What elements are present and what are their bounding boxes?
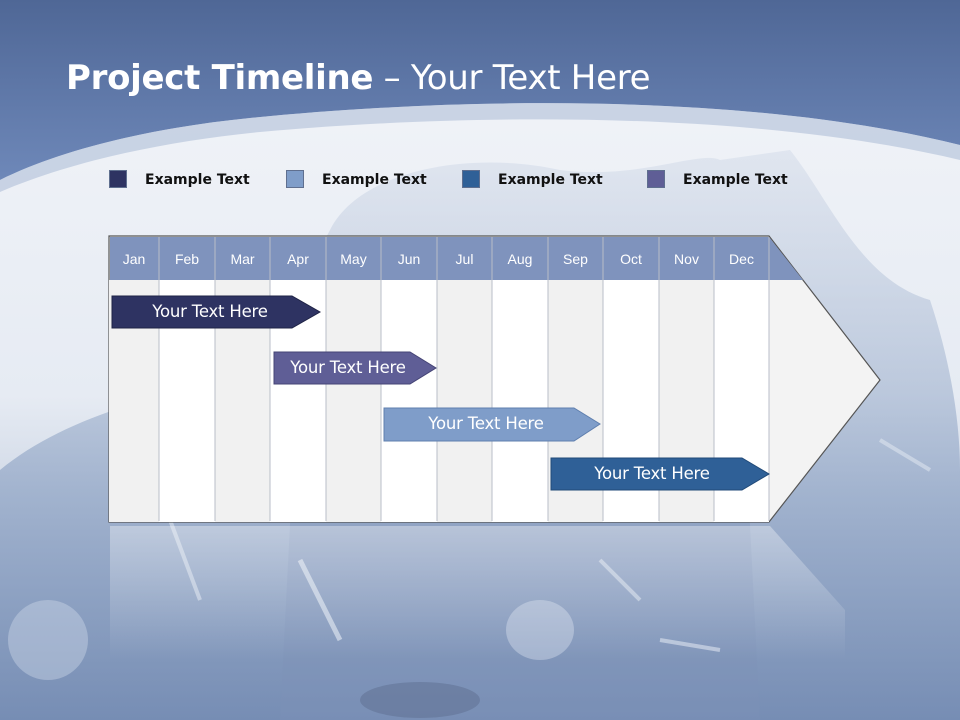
month-label: Nov bbox=[674, 251, 699, 267]
legend-label: Example Text bbox=[145, 172, 250, 188]
task-label: Your Text Here bbox=[428, 414, 544, 433]
month-label: Jun bbox=[397, 251, 421, 267]
legend-label: Example Text bbox=[498, 172, 603, 188]
month-label: Mar bbox=[230, 251, 255, 267]
month-column bbox=[381, 280, 437, 522]
month-label: May bbox=[340, 251, 367, 267]
task-bar bbox=[550, 457, 770, 491]
timeline-reflection bbox=[110, 526, 845, 660]
title-main: Project Timeline bbox=[66, 58, 374, 98]
month-column bbox=[437, 280, 492, 522]
task-label: Your Text Here bbox=[594, 464, 710, 483]
legend-swatch bbox=[462, 170, 480, 188]
header-band bbox=[0, 0, 960, 192]
legend-swatch bbox=[286, 170, 304, 188]
month-label: Apr bbox=[287, 251, 309, 267]
page-title: Project Timeline – Your Text Here bbox=[66, 58, 651, 98]
task-bar bbox=[111, 295, 322, 329]
title-subtitle: Your Text Here bbox=[410, 58, 651, 98]
task-bar bbox=[273, 351, 437, 385]
legend-label: Example Text bbox=[683, 172, 788, 188]
month-column bbox=[492, 280, 548, 522]
title-separator: – bbox=[373, 58, 411, 98]
month-label: Aug bbox=[507, 251, 533, 267]
task-bar bbox=[383, 407, 601, 442]
task-label: Your Text Here bbox=[152, 302, 268, 321]
legend-swatch bbox=[647, 170, 665, 188]
month-label: Jan bbox=[122, 251, 146, 267]
month-label: Feb bbox=[174, 251, 200, 267]
legend-swatch bbox=[109, 170, 127, 188]
month-column bbox=[326, 280, 381, 522]
task-label: Your Text Here bbox=[290, 358, 406, 377]
month-header-row bbox=[110, 237, 803, 280]
legend-label: Example Text bbox=[322, 172, 427, 188]
month-label: Dec bbox=[729, 251, 754, 267]
month-label: Jul bbox=[455, 251, 474, 267]
month-label: Oct bbox=[620, 251, 642, 267]
month-label: Sep bbox=[563, 251, 588, 267]
